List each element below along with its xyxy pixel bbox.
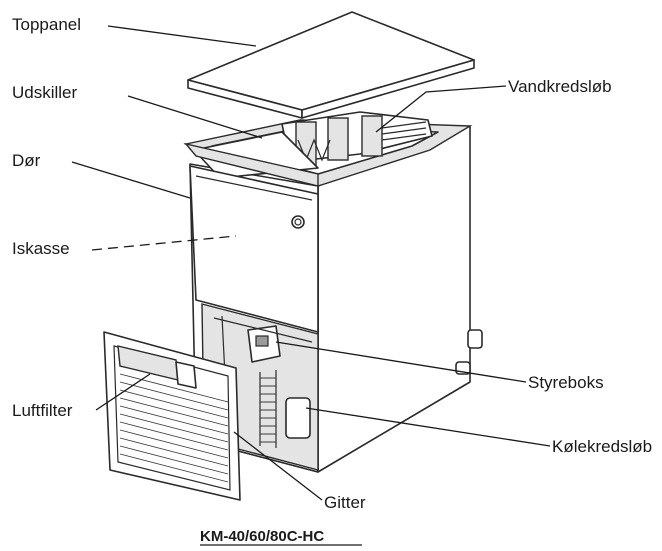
refrigeration-coil xyxy=(259,370,277,448)
label-styreboks: Styreboks xyxy=(528,373,604,392)
top-panel xyxy=(187,11,475,119)
leader-iskasse xyxy=(91,235,237,251)
leader-udskiller xyxy=(127,95,263,139)
water-circuit xyxy=(271,111,433,167)
leader-vandkredslob xyxy=(375,85,507,133)
door xyxy=(189,165,319,333)
leader-toppanel xyxy=(107,25,257,47)
leader-dor xyxy=(71,161,191,199)
diagram-caption: KM-40/60/80C-HC xyxy=(200,528,324,545)
front-grille xyxy=(103,331,241,501)
leader-styreboks xyxy=(275,341,527,383)
label-vandkredslob: Vandkredsløb xyxy=(508,77,612,96)
leader-lines xyxy=(71,25,551,501)
drain-fitting xyxy=(467,329,483,349)
label-kolekredslob: Kølekredsløb xyxy=(552,437,652,456)
separator xyxy=(184,131,319,187)
label-iskasse: Iskasse xyxy=(12,239,70,258)
labels: Toppanel Udskiller Dør Iskasse Luftfilte… xyxy=(12,15,652,512)
label-toppanel: Toppanel xyxy=(12,15,81,34)
label-luftfilter: Luftfilter xyxy=(12,401,73,420)
leader-luftfilter xyxy=(95,373,151,411)
leader-kolekredslob xyxy=(305,407,551,447)
leader-gitter xyxy=(233,431,323,501)
label-gitter: Gitter xyxy=(324,493,366,512)
label-dor: Dør xyxy=(12,151,41,170)
label-udskiller: Udskiller xyxy=(12,83,78,102)
compressor xyxy=(285,397,311,439)
